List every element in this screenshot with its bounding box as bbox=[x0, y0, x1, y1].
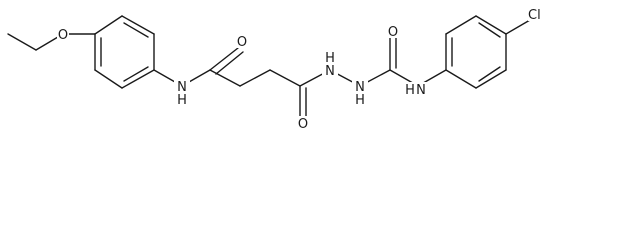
atom-nh-hydrazide-2-bg bbox=[352, 79, 368, 105]
phenyl-ring-left bbox=[94, 15, 155, 89]
ring-left-bond bbox=[121, 15, 155, 35]
ring-right-bond bbox=[475, 69, 507, 89]
atom-o-hydrazide-bg bbox=[297, 116, 309, 130]
bond-ring-cl bbox=[505, 19, 531, 35]
ring-left-inner-bond bbox=[123, 66, 149, 82]
atom-o-ethoxy-label: O bbox=[58, 28, 68, 43]
ring-right-inner-bond bbox=[478, 66, 501, 82]
atom-o-urea: O bbox=[387, 24, 399, 40]
atom-h-urea-label: H bbox=[405, 83, 415, 98]
molecule-structure-diagram: O N H O O H N N H O bbox=[7, 7, 546, 132]
ring-right-bond bbox=[475, 15, 507, 35]
atom-nh-amide-bg bbox=[174, 79, 190, 105]
atom-h-hydrazide-2-label: H bbox=[355, 93, 365, 108]
atom-o-urea-bg bbox=[387, 24, 399, 38]
ring-right-bond bbox=[445, 69, 477, 89]
ring-left-bond bbox=[94, 15, 123, 35]
atom-h-hydrazide-1-label: H bbox=[325, 51, 335, 66]
bond-c-ch2 bbox=[209, 69, 241, 87]
atom-cl: Cl bbox=[528, 7, 546, 23]
succinyl-chain bbox=[181, 47, 331, 117]
atom-o-ethoxy-bg bbox=[57, 27, 69, 41]
bond-ch2-co bbox=[269, 69, 301, 87]
atom-n-hydrazide-1-label: N bbox=[325, 64, 335, 79]
bond-carbonyl-amide-double bbox=[215, 51, 244, 75]
atom-o-urea-label: O bbox=[388, 25, 398, 40]
atom-nh-amide: N H bbox=[174, 79, 190, 108]
ring-right-inner-bond bbox=[478, 22, 501, 38]
atom-o-amide-bg bbox=[236, 34, 248, 48]
atom-n-urea-label: N bbox=[416, 83, 426, 98]
urea-group bbox=[359, 37, 447, 87]
atom-o-hydrazide: O bbox=[297, 116, 309, 132]
atom-nh-hydrazide-2: N H bbox=[352, 79, 368, 108]
ring-left-bond bbox=[121, 69, 155, 89]
bond-ch3-ch2 bbox=[7, 33, 37, 51]
phenyl-ring-right bbox=[445, 15, 507, 89]
atom-h-amide-label: H bbox=[177, 93, 187, 108]
ring-right-bond bbox=[445, 15, 477, 35]
atom-n-hydrazide-2-label: N bbox=[355, 80, 365, 95]
bond-carbonyl-amide bbox=[209, 47, 239, 71]
atom-nh-hydrazide-1-bg bbox=[322, 50, 338, 76]
atom-cl-label: Cl bbox=[528, 8, 541, 23]
atom-n-amide-label: N bbox=[177, 80, 187, 95]
atom-nh-urea: H N bbox=[404, 82, 430, 98]
ring-left-inner-bond bbox=[123, 22, 149, 38]
atom-o-amide: O bbox=[236, 34, 248, 50]
bond-ch2-ch2 bbox=[239, 69, 271, 87]
atom-nh-hydrazide-1: H N bbox=[322, 50, 338, 79]
atom-cl-bg bbox=[528, 7, 546, 21]
atom-o-amide-label: O bbox=[237, 35, 247, 50]
atom-o-hydrazide-label: O bbox=[298, 117, 308, 132]
atom-o-ethoxy: O bbox=[57, 27, 69, 43]
ring-left-bond bbox=[94, 69, 123, 89]
ethyl-group bbox=[7, 33, 64, 51]
atom-labels: O N H O O H N N H O bbox=[57, 7, 546, 132]
atom-nh-urea-bg bbox=[404, 82, 430, 96]
